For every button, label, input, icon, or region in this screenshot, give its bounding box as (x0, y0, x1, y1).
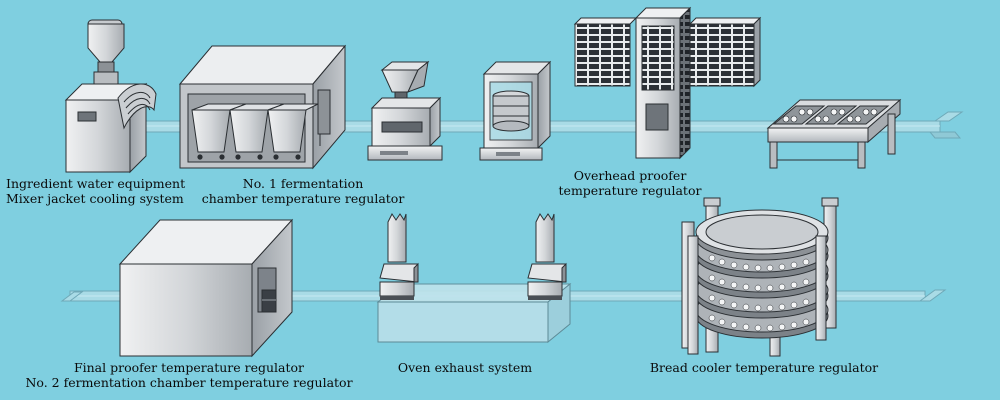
label-final-proofer: Final proofer temperature regulator (73, 360, 305, 375)
label-overhead-proofer: Overhead proofer temperature regulator (548, 168, 712, 198)
overhead-proofer (573, 6, 762, 160)
label-oven-exhaust: Oven exhaust system (370, 360, 560, 375)
label-no1-line1: No. 1 fermentation (242, 176, 364, 191)
divider-machine (367, 60, 443, 161)
label-no1-line2: chamber temperature regulator (201, 191, 405, 206)
spiral-cooler (681, 197, 839, 357)
label-ingredient-water: Ingredient water equipment (6, 176, 186, 191)
label-overhead-line1: Overhead proofer (573, 168, 687, 183)
label-final-proofer-group: Final proofer temperature regulator No. … (10, 360, 368, 390)
fermentation-chamber-1 (178, 44, 347, 170)
label-overhead-line2: temperature regulator (558, 183, 702, 198)
label-no2-fermentation: No. 2 fermentation chamber temperature r… (25, 375, 353, 390)
mixer-machine (64, 19, 157, 174)
final-proofer-box (118, 218, 294, 358)
rounder-cabinet (479, 60, 552, 161)
label-no1-fermentation: No. 1 fermentation chamber temperature r… (196, 176, 410, 206)
pan-conveyor-table (766, 98, 902, 169)
label-oven-exhaust-text: Oven exhaust system (397, 360, 533, 375)
oven-exhaust-hood-right (527, 213, 567, 300)
label-mixer-group: Ingredient water equipment Mixer jacket … (6, 176, 185, 206)
label-mixer-jacket: Mixer jacket cooling system (6, 191, 184, 206)
label-bread-cooler-text: Bread cooler temperature regulator (649, 360, 879, 375)
label-bread-cooler: Bread cooler temperature regulator (636, 360, 892, 375)
oven-exhaust-hood-left (379, 213, 419, 300)
